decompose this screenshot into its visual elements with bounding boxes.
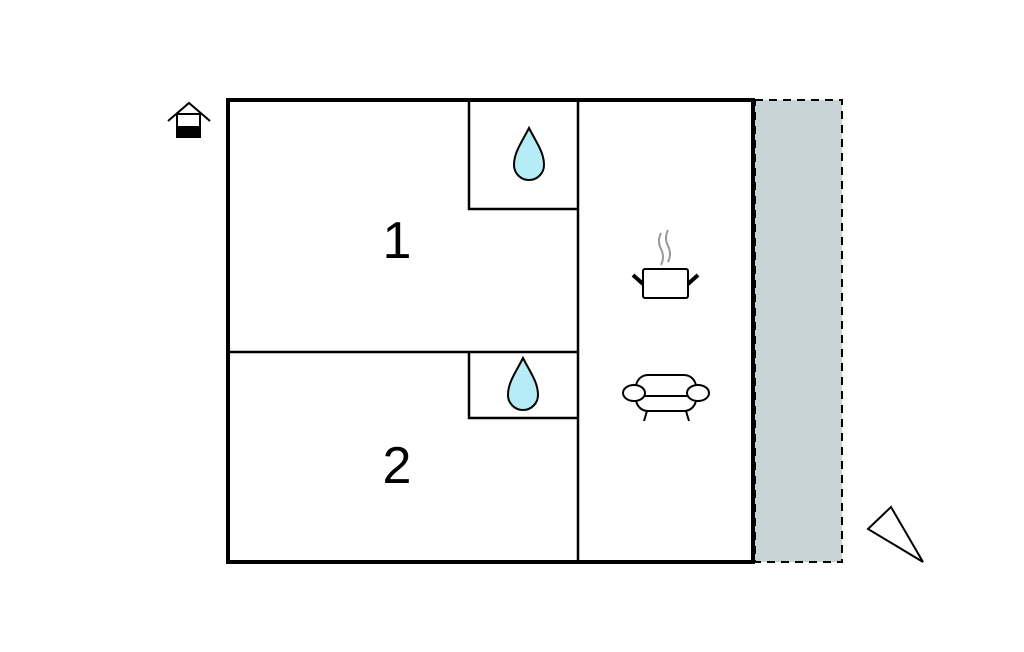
- water-drop-icon: [512, 125, 546, 181]
- compass-north-icon: [866, 505, 924, 563]
- terrace: [754, 99, 843, 563]
- bathroom-1: [467, 100, 578, 211]
- cooking-pot-icon: [631, 229, 700, 299]
- water-drop-icon: [506, 355, 540, 411]
- bathroom-2: [467, 352, 578, 420]
- entrance-icon: [167, 101, 211, 138]
- outer-wall: [226, 98, 755, 564]
- sofa-icon: [622, 374, 710, 422]
- room-label-2: 2: [383, 437, 412, 495]
- room-label-1: 1: [383, 212, 412, 270]
